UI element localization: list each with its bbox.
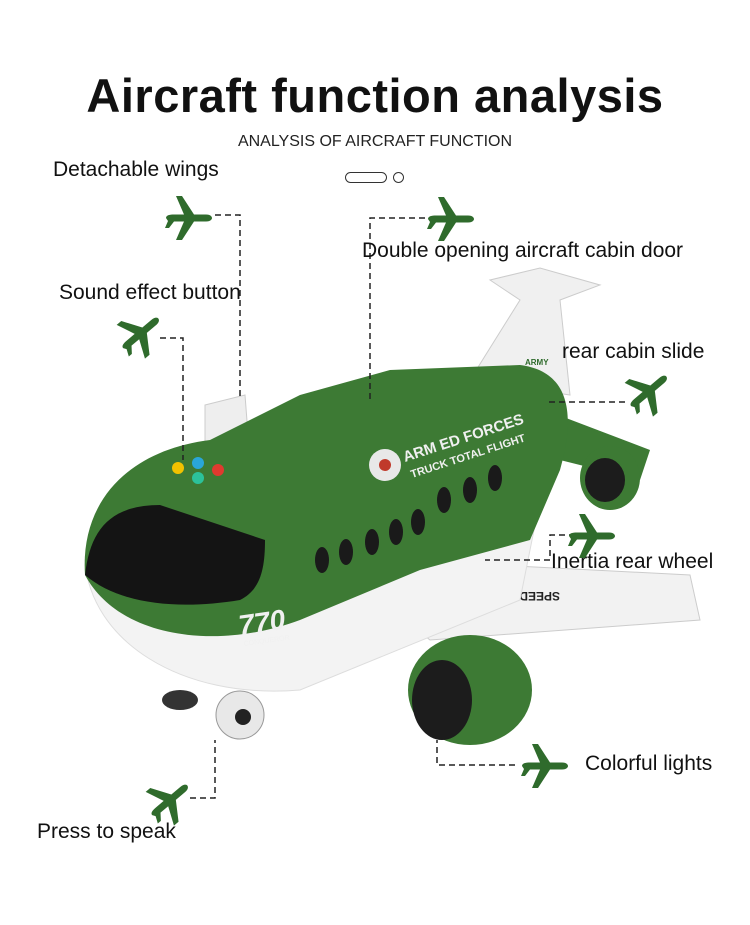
toy-number: 770 xyxy=(237,604,288,641)
feature-label-detachable-wings: Detachable wings xyxy=(53,158,219,181)
airplane-icon xyxy=(565,510,617,562)
page-title: Aircraft function analysis xyxy=(86,69,664,122)
feature-label-sound-button: Sound effect button xyxy=(59,281,241,304)
airplane-icon xyxy=(162,192,214,244)
airplane-icon xyxy=(424,193,476,245)
feature-label-colorful-lights: Colorful lights xyxy=(585,752,713,775)
feature-label-inertia-rear-wheel: Inertia rear wheel xyxy=(551,550,714,573)
tail-text: ARMY xyxy=(525,358,549,367)
carousel-indicator xyxy=(345,169,404,187)
airplane-icon xyxy=(518,740,570,792)
page-subtitle: ANALYSIS OF AIRCRAFT FUNCTION xyxy=(237,133,513,150)
feature-label-rear-cabin-slide: rear cabin slide xyxy=(562,340,705,363)
feature-label-press-to-speak: Press to speak xyxy=(37,820,176,843)
indicator-inactive xyxy=(393,172,404,184)
indicator-active xyxy=(345,172,387,184)
feature-label-cabin-door: Double opening aircraft cabin door xyxy=(362,239,684,262)
